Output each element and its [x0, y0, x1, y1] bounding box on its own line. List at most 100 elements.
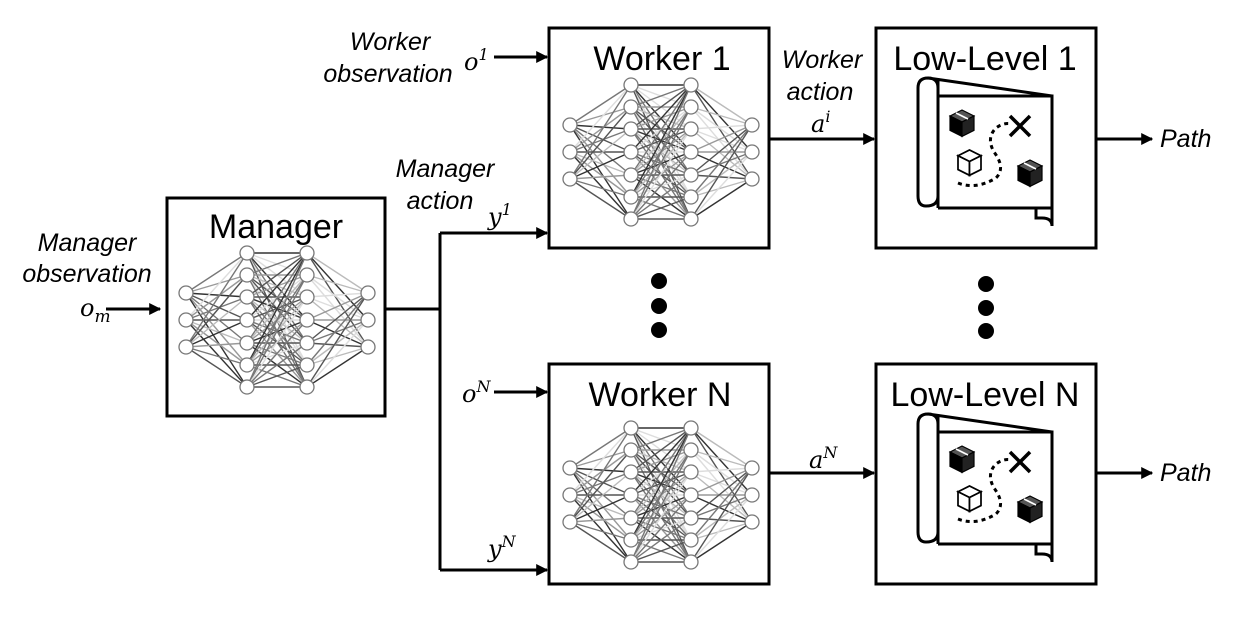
- worker-1-action-symbol: ai: [811, 107, 830, 138]
- network-edge: [306, 292, 369, 366]
- network-edge: [306, 342, 369, 348]
- network-edge: [630, 427, 692, 451]
- network-edge: [185, 292, 248, 344]
- network-edge: [246, 252, 308, 366]
- network-edge: [569, 124, 632, 130]
- network-edge: [569, 124, 632, 153]
- network-edge: [246, 252, 308, 321]
- manager-observation-label-1: Manager: [38, 229, 138, 257]
- network-edge: [246, 342, 308, 388]
- network-edge: [569, 494, 632, 541]
- network-edge: [569, 449, 632, 496]
- cross-mark-icon: [1008, 114, 1032, 138]
- network-edge: [630, 427, 692, 496]
- network-edge: [185, 252, 248, 294]
- network-edge: [690, 494, 753, 563]
- network-edge: [690, 178, 753, 220]
- network-edge: [306, 296, 369, 348]
- network-edge: [569, 467, 632, 496]
- network-edge: [246, 252, 308, 388]
- low-level-1-title: Low-Level 1: [893, 40, 1076, 78]
- network-node: [744, 514, 760, 530]
- network-edge: [690, 449, 753, 496]
- network-node: [623, 167, 639, 183]
- network-edge: [185, 319, 248, 348]
- network-edge: [306, 319, 369, 366]
- network-edge: [569, 427, 632, 496]
- worker-n-title: Worker N: [589, 376, 732, 414]
- map-outline: [916, 76, 1054, 227]
- network-edge: [185, 296, 248, 321]
- network-node: [744, 117, 760, 133]
- network-node: [623, 532, 639, 548]
- network-edge: [690, 449, 753, 523]
- network-edge: [569, 106, 632, 153]
- network-node: [299, 379, 315, 395]
- network-node: [562, 171, 578, 187]
- network-edge: [690, 427, 753, 469]
- network-edge: [185, 252, 248, 321]
- network-edge: [569, 517, 632, 523]
- network-edge: [569, 449, 632, 523]
- network-edge: [690, 517, 753, 523]
- network-node: [562, 117, 578, 133]
- network-edge: [690, 106, 753, 180]
- network-edge: [306, 346, 369, 366]
- network-edge: [690, 84, 753, 126]
- manager-action-label-1: Manager: [396, 155, 496, 183]
- network-node: [299, 245, 315, 261]
- network-edge: [246, 252, 308, 298]
- network-edge: [185, 292, 248, 298]
- network-edge: [630, 539, 692, 563]
- low-level-1-map-icon: [916, 76, 1054, 227]
- network-node: [683, 487, 699, 503]
- network-node: [744, 460, 760, 476]
- network-edge: [306, 274, 369, 321]
- network-node: [683, 121, 699, 137]
- network-node: [623, 442, 639, 458]
- network-node: [623, 121, 639, 137]
- network-node: [623, 144, 639, 160]
- network-edge: [690, 151, 753, 180]
- network-edge: [630, 106, 692, 220]
- network-edge: [630, 494, 692, 563]
- network-edge: [630, 196, 692, 220]
- network-edge: [569, 84, 632, 180]
- low-level-n-map-icon: [916, 412, 1054, 563]
- network-edge: [630, 427, 692, 473]
- network-edge: [569, 427, 632, 523]
- network-edge: [185, 274, 248, 348]
- network-node: [623, 487, 639, 503]
- network-edge: [185, 319, 248, 344]
- network-node: [683, 554, 699, 570]
- network-node: [683, 510, 699, 526]
- network-edge: [690, 151, 753, 198]
- network-edge: [569, 467, 632, 541]
- network-edge: [569, 467, 632, 519]
- network-edge: [630, 151, 692, 220]
- low-level-ellipsis: [978, 276, 994, 339]
- network-edge: [306, 292, 369, 298]
- network-node: [623, 77, 639, 93]
- network-edge: [569, 467, 632, 473]
- network-node: [623, 211, 639, 227]
- network-edge: [690, 128, 753, 153]
- worker-1-neural-network-icon: [562, 77, 760, 227]
- network-edge: [569, 178, 632, 220]
- network-node: [683, 420, 699, 436]
- network-node: [623, 510, 639, 526]
- network-edge: [630, 84, 692, 130]
- network-node: [683, 442, 699, 458]
- network-edge: [690, 106, 753, 153]
- worker-observation-label-2: observation: [323, 60, 452, 88]
- low-level-n-title: Low-Level N: [891, 376, 1080, 414]
- network-node: [623, 420, 639, 436]
- network-edge: [306, 252, 369, 294]
- network-edge: [569, 521, 632, 563]
- worker-action-label-2: action: [787, 78, 854, 106]
- package-icon: [956, 149, 983, 177]
- network-edge: [690, 124, 753, 130]
- network-edge: [185, 274, 248, 321]
- network-edge: [185, 292, 248, 366]
- network-edge: [690, 467, 753, 473]
